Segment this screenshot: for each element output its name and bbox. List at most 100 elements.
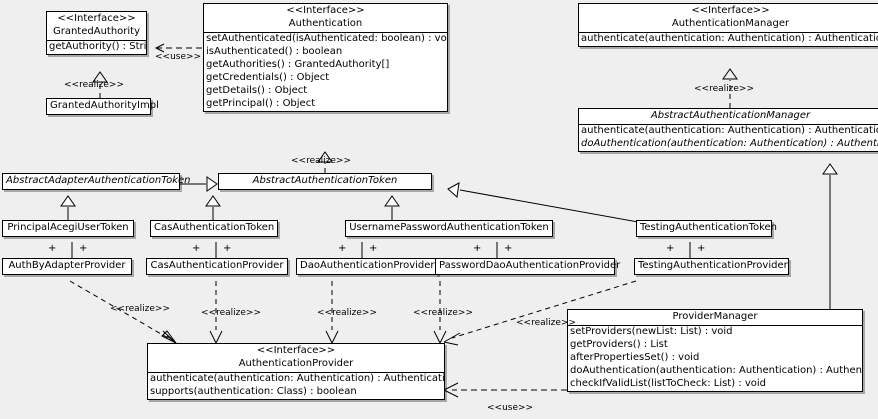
class-cas-authentication-provider[interactable]: CasAuthenticationProvider	[146, 258, 288, 275]
association-plus-mark: +	[48, 243, 57, 254]
edge-label-realize-abstractauthenticationmanager: <<realize>>	[694, 84, 754, 94]
class-abstract-authentication-manager[interactable]: AbstractAuthenticationManager authentica…	[578, 108, 878, 152]
class-testing-authentication-token[interactable]: TestingAuthenticationToken	[636, 220, 778, 237]
class-header: CasAuthenticationProvider	[147, 259, 287, 274]
edge-usernamepasswordtoken-extends-abstractauthenticationtoken	[384, 195, 400, 220]
stereotype-label: <<Interface>>	[57, 13, 136, 24]
class-name: AuthenticationManager	[671, 18, 790, 29]
class-header: TestingAuthenticationToken	[637, 221, 778, 236]
association-plus-mark: +	[369, 243, 378, 254]
association-plus-mark: +	[223, 243, 232, 254]
class-header: AbstractAdapterAuthenticationToken	[3, 174, 191, 189]
class-testing-authentication-provider[interactable]: TestingAuthenticationProvider	[634, 258, 789, 275]
operation: supports(authentication: Class) : boolea…	[150, 386, 357, 397]
operation: getDetails() : Object	[206, 85, 308, 96]
class-name: CasAuthenticationProvider	[150, 260, 284, 271]
operation: checkIfValidList(listToCheck: List) : vo…	[570, 378, 767, 389]
operation: getCredentials() : Object	[206, 72, 330, 83]
class-auth-by-adapter-provider[interactable]: AuthByAdapterProvider	[2, 258, 132, 275]
class-provider-manager[interactable]: ProviderManager setProviders(newList: Li…	[567, 309, 863, 392]
class-principal-acegi-user-token[interactable]: PrincipalAcegiUserToken	[2, 220, 134, 237]
class-name: AbstractAuthenticationManager	[650, 110, 811, 121]
operation: setAuthenticated(isAuthenticated: boolea…	[206, 33, 447, 44]
operation: doAuthentication(authentication: Authent…	[570, 365, 862, 376]
class-authentication-provider[interactable]: <<Interface>> AuthenticationProvider aut…	[147, 343, 445, 400]
edge-label-use-providermanager-authenticationprovider: <<use>>	[487, 403, 534, 413]
class-name: GrantedAuthorityImpl	[50, 100, 159, 111]
edge-principalacegiusertoken-extends-abstractadapter	[60, 195, 76, 220]
class-dao-authentication-provider[interactable]: DaoAuthenticationProvider	[296, 258, 438, 275]
class-name: AuthByAdapterProvider	[8, 260, 126, 271]
class-header: <<Interface>> AuthenticationManager	[579, 4, 878, 32]
class-name: AuthenticationProvider	[238, 358, 354, 369]
class-header: CasAuthenticationToken	[151, 221, 277, 236]
operation: authenticate(authentication: Authenticat…	[581, 33, 878, 44]
edge-label-use-authentication-grantedauthority: <<use>>	[155, 52, 202, 62]
edge-label-realize-passworddaoprovider: <<realize>>	[413, 308, 473, 318]
class-name: CasAuthenticationToken	[154, 222, 275, 233]
operation: doAuthentication(authentication: Authent…	[581, 138, 878, 149]
edge-label-realize-grantedauthorityimpl: <<realize>>	[64, 80, 124, 90]
stereotype-label: <<Interface>>	[691, 5, 770, 16]
association-plus-mark: +	[338, 243, 347, 254]
operations-compartment: authenticate(authentication: Authenticat…	[579, 32, 878, 46]
operation: getPrincipal() : Object	[206, 98, 316, 109]
class-password-dao-authentication-provider[interactable]: PasswordDaoAuthenticationProvider	[435, 258, 621, 275]
association-plus-mark: +	[192, 243, 201, 254]
class-header: TestingAuthenticationProvider	[635, 259, 788, 274]
class-name: Authentication	[288, 18, 363, 29]
edge-label-realize-casauthenticationprovider: <<realize>>	[201, 308, 261, 318]
class-name: UsernamePasswordAuthenticationToken	[349, 222, 549, 233]
association-plus-mark: +	[473, 243, 482, 254]
edge-label-realize-abstractauthenticationtoken: <<realize>>	[291, 156, 351, 166]
class-name: TestingAuthenticationToken	[640, 222, 778, 233]
operation: getProviders() : List	[570, 339, 668, 350]
operations-compartment: setAuthenticated(isAuthenticated: boolea…	[204, 32, 447, 111]
edge-label-realize-testingauthenticationprovider: <<realize>>	[516, 318, 576, 328]
edge-label-realize-daoauthenticationprovider: <<realize>>	[317, 308, 377, 318]
class-header: AbstractAuthenticationManager	[579, 109, 878, 124]
operations-compartment: authenticate(authentication: Authenticat…	[148, 372, 444, 399]
operation: isAuthenticated() : boolean	[206, 46, 343, 57]
class-header: PasswordDaoAuthenticationProvider	[436, 259, 621, 274]
edge-label-realize-authbyadapterprovider: <<realize>>	[110, 304, 170, 314]
class-name: PrincipalAcegiUserToken	[7, 222, 129, 233]
class-abstract-adapter-authentication-token[interactable]: AbstractAdapterAuthenticationToken	[2, 173, 191, 190]
class-authentication[interactable]: <<Interface>> Authentication setAuthenti…	[203, 3, 448, 112]
association-plus-mark: +	[666, 243, 675, 254]
edge-casauthenticationtoken-extends-abstractauthenticationtoken	[205, 195, 221, 220]
operations-compartment: getAuthority() : String	[47, 40, 146, 54]
association-plus-mark: +	[504, 243, 513, 254]
class-name: GrantedAuthority	[52, 26, 141, 37]
class-authentication-manager[interactable]: <<Interface>> AuthenticationManager auth…	[578, 3, 878, 47]
class-name: DaoAuthenticationProvider	[300, 260, 435, 271]
class-granted-authority-impl[interactable]: GrantedAuthorityImpl	[46, 98, 159, 115]
operation: getAuthorities() : GrantedAuthority[]	[206, 59, 390, 70]
association-plus-mark: +	[697, 243, 706, 254]
operation: setProviders(newList: List) : void	[570, 326, 733, 337]
operation: authenticate(authentication: Authenticat…	[150, 373, 444, 384]
class-abstract-authentication-token[interactable]: AbstractAuthenticationToken	[218, 173, 432, 190]
class-name: TestingAuthenticationProvider	[638, 260, 788, 271]
class-header: AbstractAuthenticationToken	[219, 174, 431, 189]
class-header: GrantedAuthorityImpl	[47, 99, 159, 114]
edge-providermanager-extends-abstractauthenticationmanager	[822, 163, 838, 309]
class-granted-authority[interactable]: <<Interface>> GrantedAuthority getAuthor…	[46, 11, 147, 55]
class-header: <<Interface>> Authentication	[204, 4, 447, 32]
edge-testingauthenticationtoken-extends-abstractauthenticationtoken	[447, 182, 639, 223]
operation: getAuthority() : String	[49, 41, 146, 52]
class-header: UsernamePasswordAuthenticationToken	[346, 221, 552, 236]
class-name: PasswordDaoAuthenticationProvider	[439, 260, 621, 271]
class-name: AbstractAuthenticationToken	[252, 175, 398, 186]
class-header: ProviderManager	[568, 310, 862, 325]
stereotype-label: <<Interface>>	[256, 345, 336, 356]
class-username-password-authentication-token[interactable]: UsernamePasswordAuthenticationToken	[345, 220, 553, 237]
class-header: <<Interface>> AuthenticationProvider	[148, 344, 444, 372]
stereotype-label: <<Interface>>	[286, 5, 365, 16]
association-plus-mark: +	[79, 243, 88, 254]
class-header: PrincipalAcegiUserToken	[3, 221, 133, 236]
operation: authenticate(authentication: Authenticat…	[581, 125, 878, 136]
class-cas-authentication-token[interactable]: CasAuthenticationToken	[150, 220, 278, 237]
operation: afterPropertiesSet() : void	[570, 352, 700, 363]
